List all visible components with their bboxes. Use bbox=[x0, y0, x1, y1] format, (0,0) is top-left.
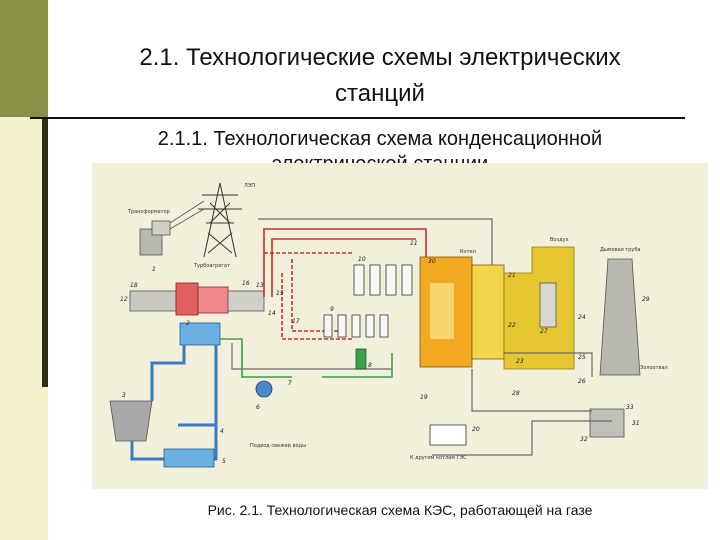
num-18: 18 bbox=[130, 282, 138, 289]
slide-left-bar-top bbox=[0, 0, 48, 117]
num-11: 11 bbox=[410, 240, 418, 247]
label-gas: К другим котлам ГЭС bbox=[410, 455, 467, 461]
num-5: 5 bbox=[222, 458, 226, 465]
num-31: 31 bbox=[632, 420, 640, 427]
feed-lines bbox=[471, 352, 593, 412]
num-3: 3 bbox=[122, 392, 126, 399]
num-22: 22 bbox=[508, 322, 516, 329]
slide-title-line1: 2.1. Технологические схемы электрических bbox=[139, 44, 621, 71]
condensate-lines bbox=[220, 338, 393, 378]
num-1: 1 bbox=[152, 266, 156, 273]
num-9: 9 bbox=[330, 306, 334, 313]
num-23: 23 bbox=[516, 358, 524, 365]
num-10: 10 bbox=[358, 256, 366, 263]
num-15: 15 bbox=[276, 290, 284, 297]
transmission-tower bbox=[198, 182, 242, 258]
num-32: 32 bbox=[580, 436, 588, 443]
num-21: 21 bbox=[508, 272, 516, 279]
slide-left-bar bbox=[0, 0, 48, 540]
num-7: 7 bbox=[288, 380, 292, 387]
condenser bbox=[179, 322, 221, 346]
transformer bbox=[139, 200, 205, 256]
slide-subtitle-line1: 2.1.1. Технологическая схема конденсацио… bbox=[157, 128, 603, 150]
ash-silo bbox=[589, 408, 625, 438]
figure-caption: Рис. 2.1. Технологическая схема КЭС, раб… bbox=[207, 502, 593, 518]
slide-left-bar-bottom bbox=[0, 117, 48, 540]
feed-pump bbox=[255, 380, 273, 398]
air-heater bbox=[539, 282, 557, 328]
num-12: 12 bbox=[120, 296, 128, 303]
num-27: 27 bbox=[540, 328, 548, 335]
flue-gas-duct bbox=[503, 246, 575, 370]
label-chimney: Дымовая труба bbox=[600, 247, 641, 253]
num-28: 28 bbox=[512, 390, 520, 397]
hp-heaters bbox=[353, 264, 413, 296]
water-basin bbox=[163, 448, 215, 468]
num-33: 33 bbox=[626, 404, 634, 411]
num-16: 16 bbox=[242, 280, 250, 287]
num-4: 4 bbox=[220, 428, 224, 435]
label-boiler: Котел bbox=[460, 249, 476, 255]
boiler bbox=[419, 256, 505, 368]
main-pipes bbox=[231, 218, 493, 370]
chimney bbox=[599, 258, 641, 376]
num-2: 2 bbox=[186, 320, 190, 327]
num-20: 20 bbox=[472, 426, 480, 433]
title-divider bbox=[30, 117, 685, 119]
num-17: 17 bbox=[292, 318, 300, 325]
num-19: 19 bbox=[420, 394, 428, 401]
label-air: Воздух bbox=[550, 237, 569, 243]
slide-left-bar-accent bbox=[42, 117, 48, 387]
num-14: 14 bbox=[268, 310, 276, 317]
deaerator bbox=[355, 348, 367, 370]
label-fresh-water: Подвод свежей воды bbox=[250, 442, 306, 449]
num-24: 24 bbox=[578, 314, 586, 321]
cooling-tower bbox=[109, 400, 153, 442]
slide-title-line2: станций bbox=[335, 80, 425, 107]
num-6: 6 bbox=[256, 404, 260, 411]
lp-heaters bbox=[323, 314, 389, 338]
kes-scheme-figure: ЛЭП Трансформатор Турбоагрегат Подво bbox=[92, 163, 708, 489]
num-13: 13 bbox=[256, 282, 264, 289]
label-lep: ЛЭП bbox=[244, 183, 255, 189]
gas-supply bbox=[429, 420, 612, 456]
num-30: 30 bbox=[428, 258, 436, 265]
label-turbine: Турбоагрегат bbox=[193, 263, 230, 269]
kes-scheme-diagram: ЛЭП Трансформатор Турбоагрегат Подво bbox=[92, 163, 708, 489]
turbine-unit bbox=[129, 282, 265, 316]
num-29: 29 bbox=[642, 296, 650, 303]
label-ash: Золоотвал bbox=[640, 365, 668, 371]
num-25: 25 bbox=[578, 354, 586, 361]
slide-title: 2.1. Технологические схемы электрических… bbox=[60, 40, 700, 112]
num-26: 26 bbox=[578, 378, 586, 385]
label-transformer: Трансформатор bbox=[127, 209, 170, 215]
num-8: 8 bbox=[368, 362, 372, 369]
